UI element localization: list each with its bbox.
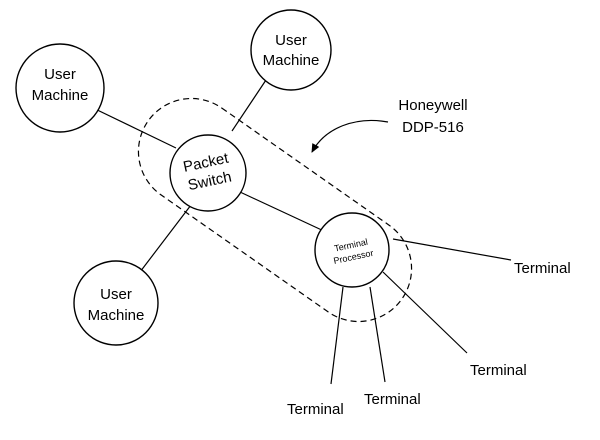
link-tp-to-terminal-lower-right [382,271,468,354]
user-machine-left-circle [15,43,105,133]
user-machine-left-line2: Machine [32,87,89,104]
user-machine-top-line1: User [275,32,307,49]
link-tp-to-terminal-right [392,238,512,261]
user-machine-top-node: User Machine [250,9,332,91]
user-machine-top-circle [250,9,332,91]
link-user-left-to-switch [88,105,177,149]
link-user-bottom-to-switch [139,204,192,273]
user-machine-left-node: User Machine [15,43,105,133]
user-machine-bottom-node: User Machine [73,260,159,346]
terminal-label-bottom-center: Terminal [364,391,421,408]
user-machine-left-line1: User [44,66,76,83]
link-user-top-to-switch [231,79,267,132]
annotation-line2: DDP-516 [402,119,464,136]
user-machine-bottom-circle [73,260,159,346]
link-tp-to-terminal-bottom-center [369,286,386,383]
annotation-arrow [311,119,389,153]
terminal-processor-circle [314,212,390,288]
link-tp-to-terminal-bottom-left [330,286,344,385]
user-machine-bottom-line1: User [100,286,132,303]
ddp516-boundary [137,97,413,323]
terminal-processor-node: Terminal Processor [314,212,390,288]
terminal-label-lower-right: Terminal [470,362,527,379]
packet-switch-circle [169,134,247,212]
user-machine-bottom-line2: Machine [88,307,145,324]
terminal-label-right: Terminal [514,260,571,277]
user-machine-top-line2: Machine [263,52,320,69]
packet-switch-node: Packet Switch [169,134,247,212]
link-switch-to-terminal-processor [239,191,327,233]
terminal-label-bottom-left: Terminal [287,401,344,418]
annotation-line1: Honeywell [398,97,467,114]
